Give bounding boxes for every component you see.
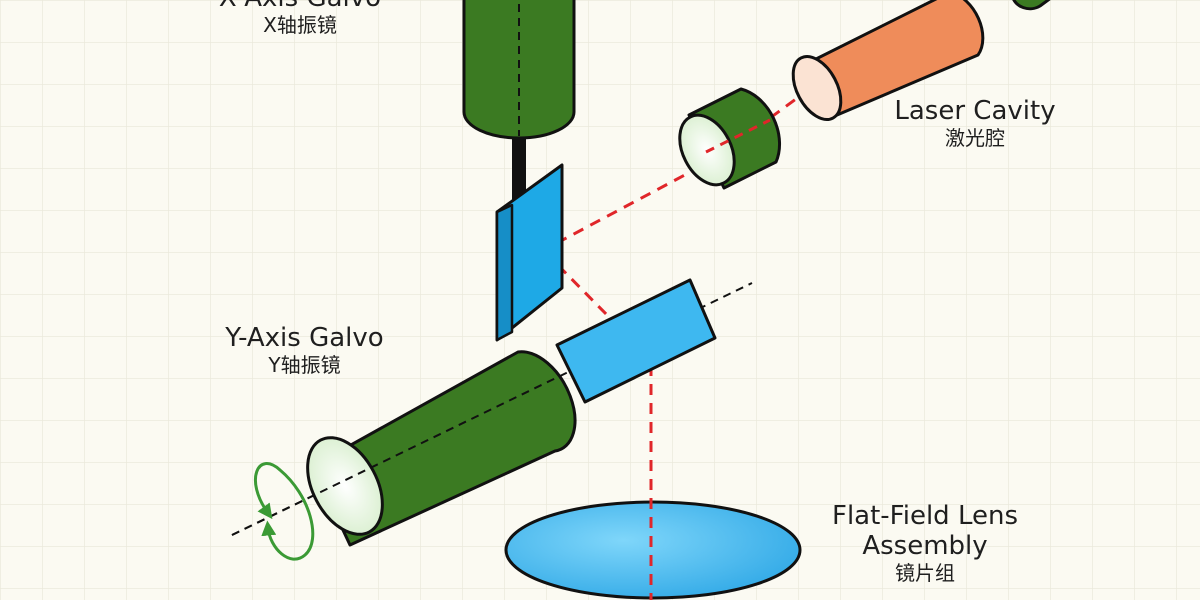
- x-galvo-label: X-Axis Galvo X轴振镜: [210, 0, 390, 37]
- lens-label: Flat-Field Lens Assembly 镜片组: [810, 501, 1040, 585]
- lens-label-zh: 镜片组: [895, 560, 955, 585]
- beam-coupler-cylinder: [678, 87, 782, 190]
- lens-label-en-line1: Flat-Field Lens: [831, 501, 1018, 531]
- y-galvo-label-en: Y-Axis Galvo: [225, 323, 384, 353]
- x-galvo-label-zh: X轴振镜: [263, 12, 337, 37]
- lens-label-en-line2: Assembly: [862, 530, 988, 561]
- laser-cavity-label-en: Laser Cavity: [894, 96, 1056, 126]
- x-galvo-cylinder: [462, 0, 576, 140]
- x-galvo-label-en: X-Axis Galvo: [210, 0, 390, 14]
- rotation-arrow-icon: [253, 462, 315, 561]
- y-galvo-label-zh: Y轴振镜: [268, 352, 341, 377]
- laser-cavity-label: Laser Cavity 激光腔: [880, 96, 1070, 150]
- y-galvo-cylinder: [231, 350, 577, 547]
- laser-cavity-tube: [791, 0, 985, 121]
- laser-cavity-label-zh: 激光腔: [945, 125, 1005, 150]
- flat-field-lens: [504, 500, 802, 600]
- laser-source-fragment: [1012, 0, 1051, 11]
- y-galvo-label: Y-Axis Galvo Y轴振镜: [212, 323, 397, 377]
- y-galvo-mirror-block: [555, 278, 717, 404]
- galvo-mirror: [495, 163, 564, 342]
